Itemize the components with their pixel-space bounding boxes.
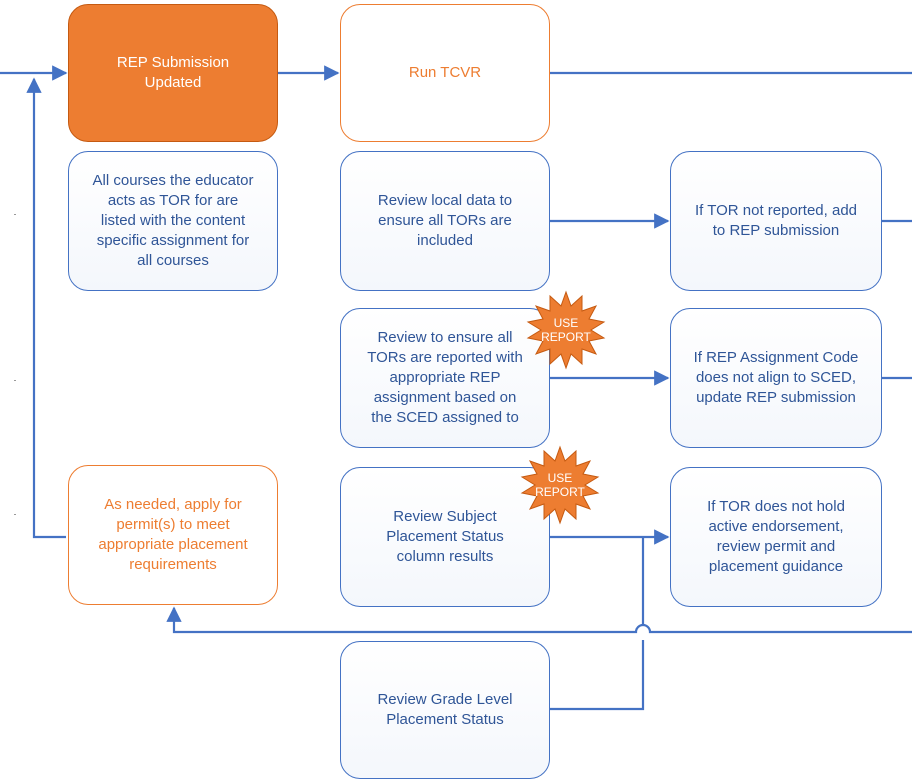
node-review-grade-level-label: Review Grade Level Placement Status <box>377 691 513 728</box>
node-apply-permits-label: As needed, apply for permit(s) to meet a… <box>98 496 248 573</box>
use-report-badge-1-label: USE REPORT <box>541 316 591 344</box>
node-rep-submission-updated: REP Submission Updated <box>68 4 278 142</box>
node-review-local-data-label: Review local data to ensure all TORs are… <box>377 192 513 249</box>
node-run-tcvr: Run TCVR <box>340 4 550 142</box>
node-review-subject-placement-label: Review Subject Placement Status column r… <box>386 508 504 565</box>
margin-tick <box>14 214 16 215</box>
node-run-tcvr-label: Run TCVR <box>408 64 482 81</box>
use-report-badge-1: USE REPORT <box>526 290 606 370</box>
node-all-courses-label: All courses the educator acts as TOR for… <box>92 172 254 269</box>
node-tor-not-endorsed: If TOR does not hold active endorsement,… <box>670 467 882 607</box>
node-tor-not-reported: If TOR not reported, add to REP submissi… <box>670 151 882 291</box>
node-rep-code-align: If REP Assignment Code does not align to… <box>670 308 882 448</box>
connector-grade-to-endorse <box>550 537 645 711</box>
use-report-badge-2-label: USE REPORT <box>535 471 585 499</box>
connector-permits-to-entry <box>26 77 66 539</box>
node-apply-permits: As needed, apply for permit(s) to meet a… <box>68 465 278 605</box>
use-report-badge-2: USE REPORT <box>520 445 600 525</box>
connector-loop-to-permits <box>166 606 912 634</box>
node-review-tors-reported: Review to ensure all TORs are reported w… <box>340 308 550 448</box>
node-tor-not-endorsed-label: If TOR does not hold active endorsement,… <box>707 498 845 575</box>
margin-tick <box>14 514 16 515</box>
node-tor-not-reported-label: If TOR not reported, add to REP submissi… <box>694 202 858 239</box>
node-review-grade-level: Review Grade Level Placement Status <box>340 641 550 779</box>
margin-tick <box>14 380 16 381</box>
node-rep-code-align-label: If REP Assignment Code does not align to… <box>693 349 859 406</box>
node-review-local-data: Review local data to ensure all TORs are… <box>340 151 550 291</box>
node-review-subject-placement: Review Subject Placement Status column r… <box>340 467 550 607</box>
node-rep-submission-updated-label: REP Submission Updated <box>116 54 230 91</box>
use-report-badge-1-starburst <box>526 290 606 370</box>
node-all-courses: All courses the educator acts as TOR for… <box>68 151 278 291</box>
use-report-badge-2-starburst <box>520 445 600 525</box>
node-review-tors-reported-label: Review to ensure all TORs are reported w… <box>367 329 523 426</box>
